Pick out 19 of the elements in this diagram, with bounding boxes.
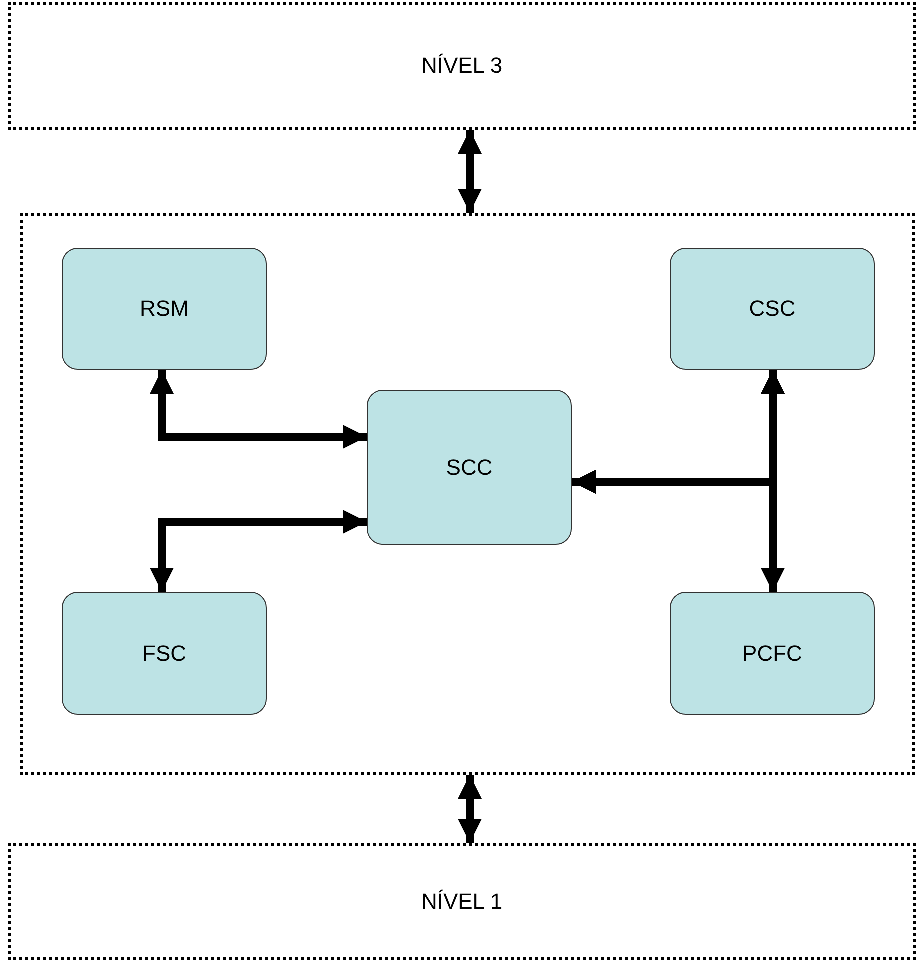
rounded-box (670, 592, 875, 715)
box-label: SCC (446, 454, 493, 480)
box-label: RSM (140, 296, 189, 322)
rounded-box (367, 390, 572, 545)
dotted-frame (8, 2, 916, 130)
rounded-box (62, 592, 267, 715)
box-label: FSC (142, 640, 186, 666)
dotted-frame (8, 843, 916, 960)
box-label: CSC (749, 296, 796, 322)
double-arrow (458, 775, 482, 843)
double-arrow (150, 370, 367, 449)
rounded-box (670, 248, 875, 370)
box-label: NÍVEL 1 (421, 888, 503, 914)
box-label: NÍVEL 3 (421, 53, 503, 79)
rounded-box (62, 248, 267, 370)
box-label: PCFC (742, 640, 802, 666)
double-arrow (458, 130, 482, 213)
double-arrow (150, 510, 367, 592)
dotted-frame (20, 213, 915, 775)
